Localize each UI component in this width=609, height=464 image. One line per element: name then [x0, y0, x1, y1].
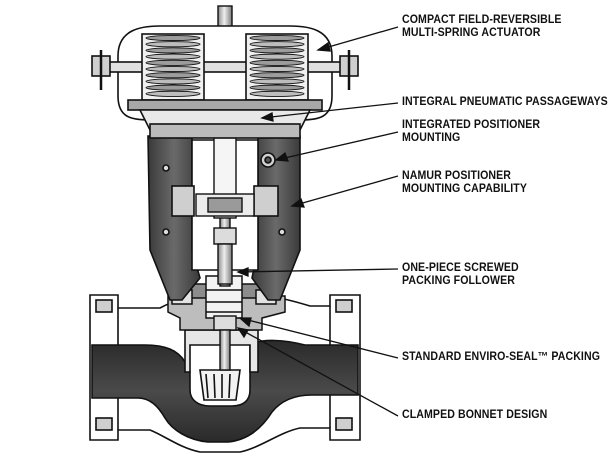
spring-coil [249, 59, 305, 66]
yoke [147, 135, 301, 301]
spring-coil [249, 47, 305, 54]
callout-leaders [236, 26, 399, 417]
spring-coil [249, 72, 305, 79]
spring-coil [249, 78, 305, 85]
actuator-springs [145, 34, 305, 97]
spring-coil [145, 53, 201, 60]
callout-clamped-bonnet: CLAMPED BONNET DESIGN [402, 409, 548, 421]
spring-coil [249, 84, 305, 91]
spring-coil [249, 41, 305, 48]
spring-coil [145, 90, 201, 97]
actuator [91, 25, 359, 139]
spring-coil [145, 84, 201, 91]
callout-positioner-mounting: INTEGRATED POSITIONER MOUNTING [402, 119, 541, 144]
callout-pneumatic-passageways: INTEGRAL PNEUMATIC PASSAGEWAYS [402, 96, 608, 108]
callout-enviro-seal-packing: STANDARD ENVIRO-SEAL™ PACKING [402, 351, 601, 363]
spring-coil [145, 41, 201, 48]
spring-coil [145, 59, 201, 66]
callout-packing-follower: ONE-PIECE SCREWED PACKING FOLLOWER [402, 262, 519, 287]
spring-coil [249, 53, 305, 60]
callout-actuator: COMPACT FIELD-REVERSIBLE MULTI-SPRING AC… [402, 14, 562, 39]
spring-coil [249, 65, 305, 73]
bonnet [167, 275, 286, 331]
spring-coil [145, 78, 201, 85]
spring-coil [145, 65, 201, 73]
spring-coil [145, 72, 201, 79]
valve-body [89, 294, 361, 453]
spring-coil [145, 34, 201, 42]
callout-namur-mounting: NAMUR POSITIONER MOUNTING CAPABILITY [402, 170, 527, 195]
spring-coil [145, 47, 201, 54]
spring-coil [249, 90, 305, 97]
spring-coil [249, 34, 305, 42]
